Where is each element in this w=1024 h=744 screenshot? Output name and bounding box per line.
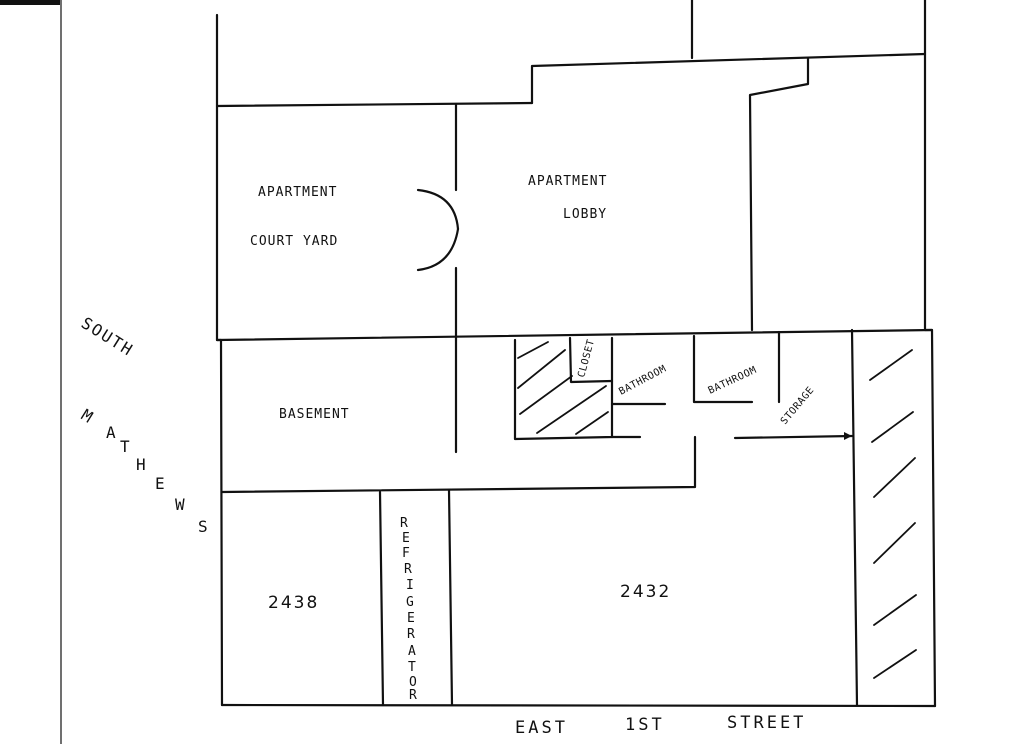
hatch-line [873,649,917,679]
hatch-line [536,385,607,434]
refrigerator-letter: E [402,531,411,546]
hatch-line [517,349,566,389]
building-right-wall [923,0,937,708]
south-street-label: SOUTH [78,313,137,360]
refrigerator-letter: R [400,516,409,531]
refrigerator-letter: E [407,611,416,626]
hatch-line [873,457,916,498]
hatch-line [517,341,549,359]
mathews-letter: S [198,517,210,536]
hatch-line [575,411,609,435]
mathews-letter: A [106,423,118,442]
refrigerator-letter: G [406,595,415,610]
closet-outline [568,336,614,384]
first-street-label: 1ST [625,715,665,735]
closet-label: CLOSET [576,338,597,379]
east-street-label: EAST [515,718,568,738]
storage-label: STORAGE [779,385,817,427]
mathews-letter: M [78,405,98,427]
mathews-letter: H [136,455,148,474]
double-door-lower [416,227,460,272]
top-rear-wall [215,101,534,108]
mathews-letter: T [120,437,132,456]
refrigerator-letter: I [406,578,415,593]
lobby-right-wall [748,56,810,332]
mathews-letter: W [175,495,187,514]
arrow-head [844,432,852,440]
building-left-wall [215,13,224,707]
mid-horizontal-wall [215,328,934,342]
mathews-letter: E [155,474,167,493]
refrigerator-letter: R [407,627,416,642]
hatched-room-outline [513,336,614,441]
hatch-line [869,349,913,381]
right-strip-wall [850,328,859,707]
hatch-line [871,411,914,443]
unit-2438-divider [378,490,385,707]
refrigerator-letter: R [409,688,418,703]
storage-bottom-wall [733,434,854,440]
refrigerator-letter: R [404,562,413,577]
basement-bottom-wall [220,435,697,494]
courtyard-label-line1: APARTMENT [258,185,337,200]
bathroom-right-outline [692,334,754,404]
refrigerator-divider [447,488,454,707]
refrigerator-letter: F [402,546,411,561]
lobby-label-line1: APARTMENT [528,174,607,189]
hatch-line [519,375,573,415]
bathroom-left-label: BATHROOM [617,363,668,397]
basement-label: BASEMENT [279,407,350,422]
building-bottom-wall [220,703,937,708]
hatch-line [873,522,916,564]
double-door-upper [416,188,460,231]
unit-2438-label: 2438 [268,593,319,613]
courtyard-label-line2: COURT YARD [250,234,338,249]
street-label: STREET [727,713,806,733]
bathroom-right-label: BATHROOM [707,365,759,397]
refrigerator-letter: O [409,675,418,690]
hatch-line [873,594,917,626]
refrigerator-letter: T [408,660,417,675]
unit-2432-label: 2432 [620,582,671,602]
refrigerator-letter: A [408,644,417,659]
lobby-top-wall [530,52,927,105]
scan-corner-mark [0,0,60,5]
lobby-label-line2: LOBBY [563,207,607,222]
